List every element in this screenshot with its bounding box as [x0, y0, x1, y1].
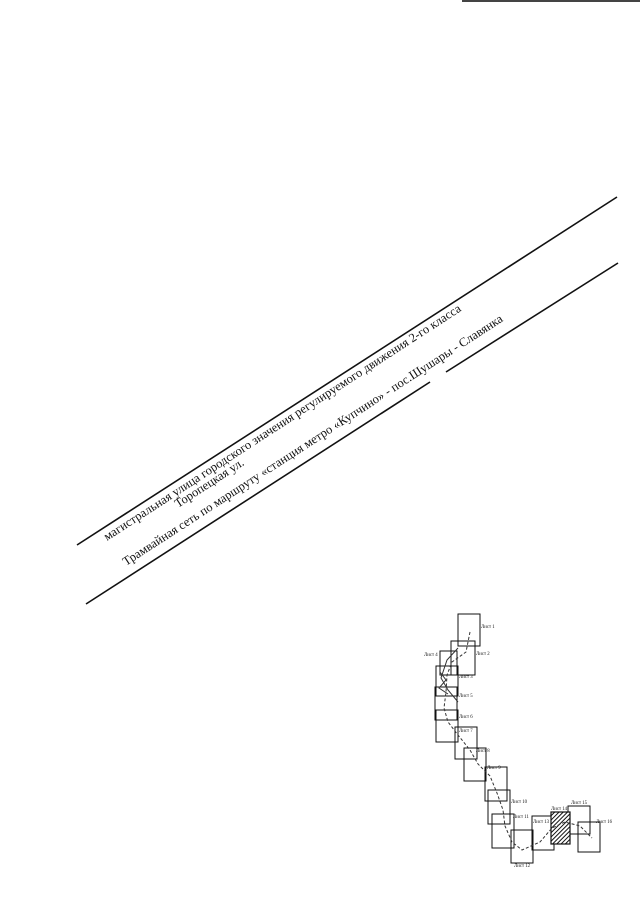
- street-line-lower-right: [445, 262, 619, 373]
- sheet-frame-16: [577, 821, 601, 853]
- street-path-segment-2: [438, 671, 449, 695]
- sheet-frame-15: [567, 805, 591, 835]
- sheet-label: Лист 4: [424, 653, 438, 658]
- sheet-label: Лист 9: [487, 766, 501, 771]
- sheet-label: Лист 15: [571, 801, 588, 806]
- street-class-label: магистральная улица городского значения …: [101, 301, 464, 543]
- sheet-frame-12: [510, 829, 534, 864]
- street-line-lower-left: [85, 381, 431, 605]
- sheet-label: Лист 3: [459, 675, 473, 680]
- sheet-frame-6: [435, 709, 459, 743]
- sheet-frame-3: [435, 665, 459, 697]
- sheet-frame-7: [454, 726, 478, 760]
- sheet-frame-14: [550, 811, 571, 845]
- sheet-frame-9: [484, 766, 508, 802]
- sheet-label: Лист 5: [459, 694, 473, 699]
- sheet-labels: Лист 1 Лист 2 Лист 3 Лист 4 Лист 5 Лист …: [424, 625, 613, 869]
- sheet-frame-4: [439, 650, 458, 676]
- sheet-label: Лист 1: [481, 625, 495, 630]
- tram-route-path: [443, 631, 593, 851]
- street-line-upper: [76, 196, 618, 546]
- sheet-frame-10: [487, 789, 511, 825]
- sheet-label: Лист 16: [596, 820, 613, 825]
- sheet-frame-8: [463, 747, 487, 782]
- sheet-index: Лист 1 Лист 2 Лист 3 Лист 4 Лист 5 Лист …: [424, 613, 613, 869]
- sheet-frame-1: [457, 613, 481, 647]
- sheet-label: Лист 8: [476, 749, 490, 754]
- sheet-label: Лист 10: [511, 800, 528, 805]
- sheet-label: Лист 11: [513, 815, 529, 820]
- sheet-frame-2: [450, 640, 476, 676]
- tram-route-label: Трамвайная сеть по маршруту «станция мет…: [120, 311, 506, 568]
- sheet-label: Лист 2: [476, 652, 490, 657]
- sheet-label: Лист 13: [533, 820, 550, 825]
- sheet-label: Лист 7: [459, 729, 473, 734]
- sheet-frames: [434, 613, 601, 864]
- sheet-label: Лист 12: [514, 864, 531, 869]
- sheet-label: Лист 14: [551, 807, 568, 812]
- sheet-14-highlight: [550, 811, 571, 845]
- street-path-segment: [440, 647, 459, 703]
- sheet-frame-11: [491, 813, 515, 849]
- sheet-label: Лист 6: [459, 715, 473, 720]
- top-border-line: [462, 0, 640, 2]
